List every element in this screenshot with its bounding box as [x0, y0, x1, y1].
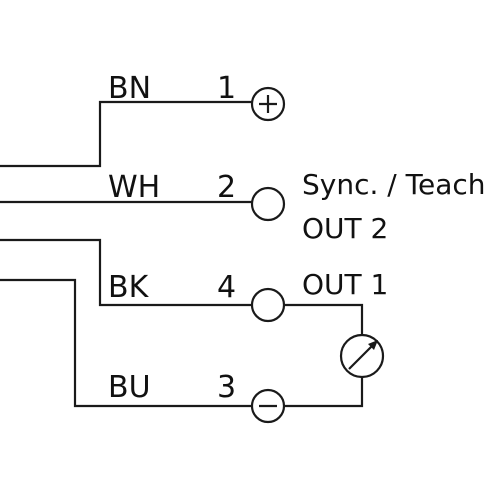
wire-wh: WH 2 Sync. / Teach OUT 2: [0, 168, 486, 245]
wire-bn-pin: 1: [217, 71, 236, 106]
wire-wh-function: Sync. / Teach: [302, 168, 486, 201]
meter-arrow-icon: [368, 340, 378, 350]
wire-bk-pin: 4: [217, 270, 236, 305]
load-meter: [284, 303, 385, 408]
wire-bk-function: OUT 1: [302, 268, 388, 301]
wire-bu: BU 3: [0, 278, 286, 424]
wire-bn-color-code: BN: [108, 71, 151, 106]
load-line-top: [284, 303, 364, 335]
wire-wh-function-2: OUT 2: [302, 212, 388, 245]
wire-bk-line: [0, 238, 252, 307]
terminal-minus: [250, 388, 286, 424]
wire-wh-color-code: WH: [108, 170, 160, 205]
terminal-4: [250, 287, 286, 323]
wire-bk-color-code: BK: [108, 270, 150, 305]
terminal-plus: [250, 86, 286, 122]
wire-bn: BN 1: [0, 71, 286, 168]
terminal-2: [250, 186, 286, 222]
load-line-bottom: [284, 377, 364, 408]
wire-bu-pin: 3: [217, 370, 236, 405]
wire-bn-line: [0, 100, 252, 168]
wire-bu-line: [0, 278, 252, 408]
wire-bu-color-code: BU: [108, 370, 151, 405]
wire-wh-pin: 2: [217, 170, 236, 205]
